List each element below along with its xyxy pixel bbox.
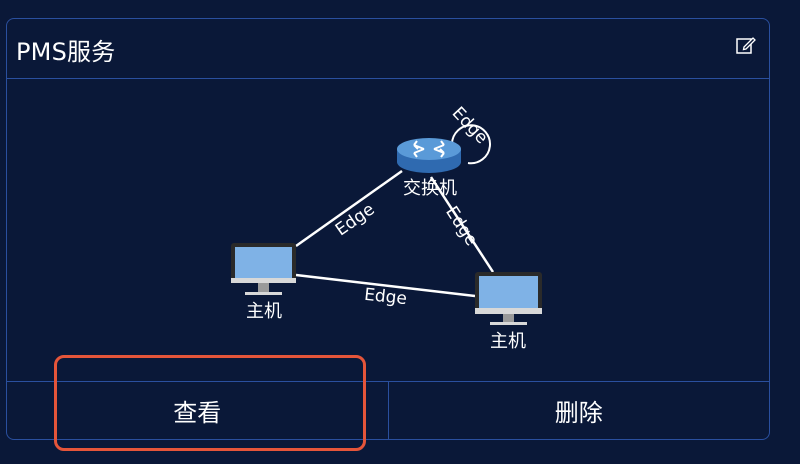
node-label-switch: 交换机 [403,178,457,199]
desktop-monitor-icon [231,243,296,295]
card-title: PMS服务 [16,38,116,66]
topology-diagram: Edge Edge Edge Edge 交换机 [231,103,542,352]
edge-switch-host2[interactable] [429,176,495,273]
edge-host1-switch[interactable] [295,169,403,248]
edge-label-switch-host2: Edge [441,203,481,250]
card-header: PMS服务 [7,19,769,79]
view-button[interactable]: 查看 [7,382,389,439]
desktop-monitor-icon [475,272,542,325]
edges [295,124,495,298]
edit-icon[interactable] [735,34,757,56]
pms-service-card: PMS服务 Edge Edge Edge Edge [6,18,770,440]
delete-button[interactable]: 删除 [554,399,603,427]
router-icon [397,138,461,173]
card-footer: 查看 删除 [7,381,769,439]
node-host1[interactable]: 主机 [231,243,296,322]
edge-label-self-loop: Edge [448,103,492,148]
edge-host1-host2[interactable] [295,273,476,298]
edge-switch-self-loop[interactable] [451,124,491,165]
node-label-host2: 主机 [490,331,526,352]
node-switch[interactable]: 交换机 [397,138,461,199]
node-host2[interactable]: 主机 [475,272,542,352]
node-label-host1: 主机 [246,301,282,322]
edge-label-host1-host2: Edge [363,285,408,309]
